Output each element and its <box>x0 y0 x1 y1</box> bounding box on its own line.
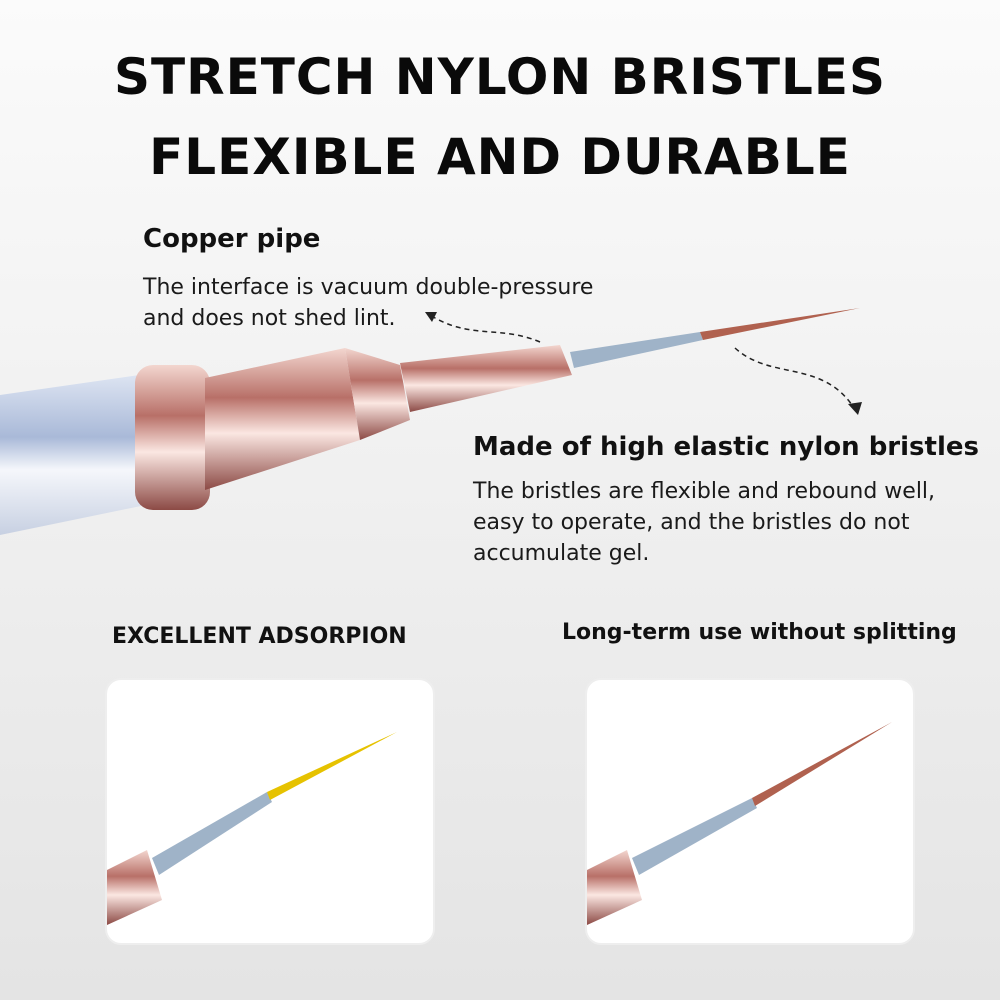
nylon-bristle <box>700 308 860 340</box>
adsorption-image-card <box>105 678 435 945</box>
title-line-1: STRETCH NYLON BRISTLES <box>113 48 887 106</box>
splitting-image-card <box>585 678 915 945</box>
arrow-copper <box>429 314 541 343</box>
brush-handle <box>0 372 170 535</box>
feature-label-splitting: Long-term use without splitting <box>562 620 957 645</box>
copper-text-2: and does not shed lint. <box>143 306 396 331</box>
copper-heading: Copper pipe <box>143 224 321 254</box>
nylon-text-2: easy to operate, and the bristles do not <box>473 510 910 535</box>
title-line-2: FLEXIBLE AND DURABLE <box>149 128 851 186</box>
ferrule-taper <box>345 348 410 440</box>
ferrule-neck <box>400 345 572 412</box>
ferrule-ring <box>135 365 210 510</box>
steel-tube <box>570 332 703 368</box>
copper-text-1: The interface is vacuum double-pressure <box>143 275 594 300</box>
arrow-nylon <box>734 347 853 406</box>
splitting-closeup <box>587 722 892 925</box>
adsorption-closeup <box>107 732 397 925</box>
nylon-heading: Made of high elastic nylon bristles <box>473 432 979 462</box>
nylon-text-1: The bristles are flexible and rebound we… <box>473 479 936 504</box>
feature-label-adsorption: EXCELLENT ADSORPION <box>112 624 407 649</box>
ferrule-body <box>205 348 360 490</box>
nylon-text-3: accumulate gel. <box>473 541 650 566</box>
brush-illustration <box>0 308 862 535</box>
